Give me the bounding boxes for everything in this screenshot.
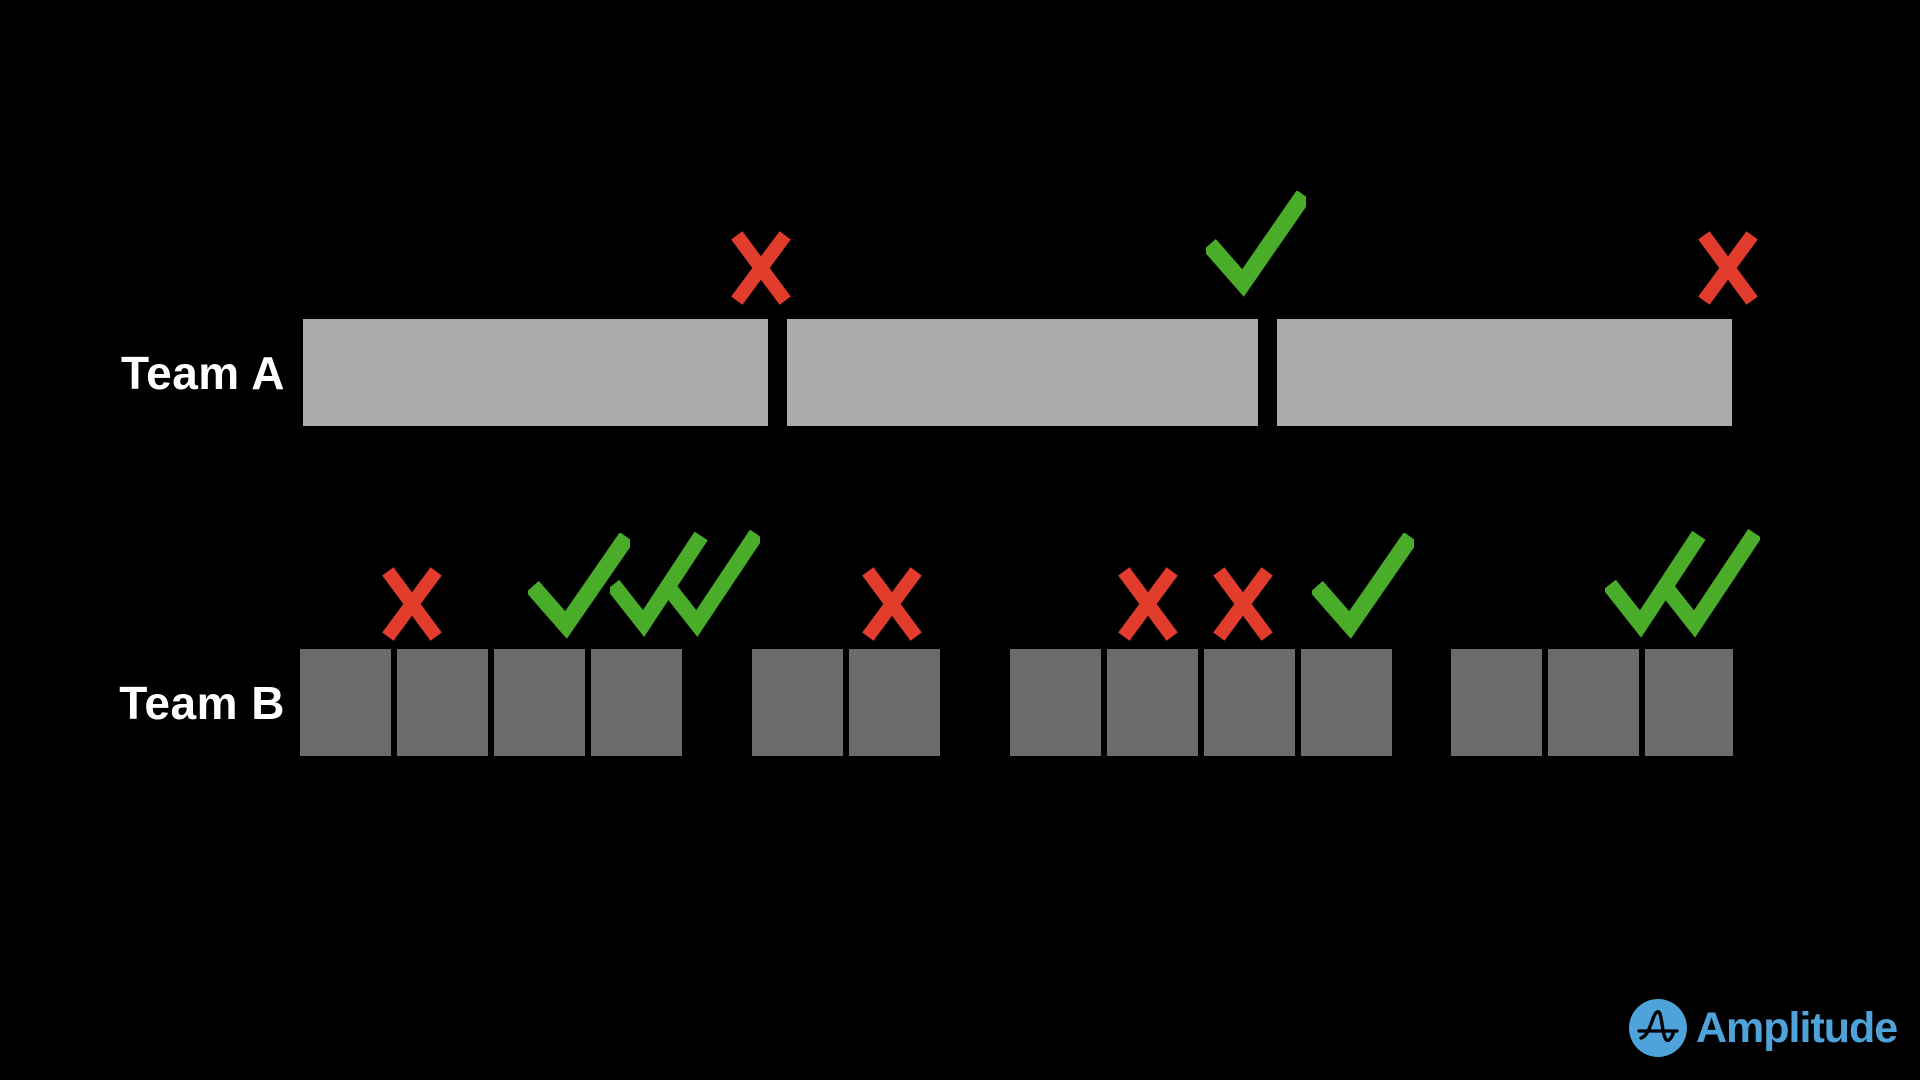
fail-x-icon bbox=[1118, 567, 1178, 641]
fail-x-icon bbox=[382, 567, 442, 641]
team-b-block bbox=[1204, 649, 1295, 756]
team-a-block bbox=[787, 319, 1258, 426]
fail-x-icon bbox=[862, 567, 922, 641]
team-b-block bbox=[752, 649, 843, 756]
team-b-block bbox=[1548, 649, 1639, 756]
amplitude-wordmark: Amplitude bbox=[1696, 1004, 1898, 1052]
fail-x-icon bbox=[731, 231, 791, 305]
team-b-block bbox=[1451, 649, 1542, 756]
pass-check-icon bbox=[1206, 191, 1306, 297]
team-b-label: Team B bbox=[119, 676, 285, 729]
team-b-block bbox=[494, 649, 585, 756]
team-b-block bbox=[1107, 649, 1198, 756]
team-b-block bbox=[591, 649, 682, 756]
team-b-block bbox=[1010, 649, 1101, 756]
team-a-block bbox=[1277, 319, 1732, 426]
amplitude-logo-icon bbox=[1629, 999, 1687, 1057]
fail-x-icon bbox=[1213, 567, 1273, 641]
fail-x-icon bbox=[1698, 231, 1758, 305]
team-b-block bbox=[397, 649, 488, 756]
pass-check-icon bbox=[1312, 533, 1414, 639]
team-b-block bbox=[849, 649, 940, 756]
double-pass-check-icon bbox=[610, 529, 760, 637]
amplitude-logo: Amplitude bbox=[1629, 999, 1898, 1057]
team-a-label: Team A bbox=[120, 346, 285, 399]
pass-check-icon bbox=[528, 533, 630, 639]
team-b-block bbox=[300, 649, 391, 756]
team-b-block bbox=[1645, 649, 1733, 756]
double-pass-check-icon bbox=[1605, 529, 1760, 638]
team-a-block bbox=[303, 319, 768, 426]
team-b-block bbox=[1301, 649, 1392, 756]
